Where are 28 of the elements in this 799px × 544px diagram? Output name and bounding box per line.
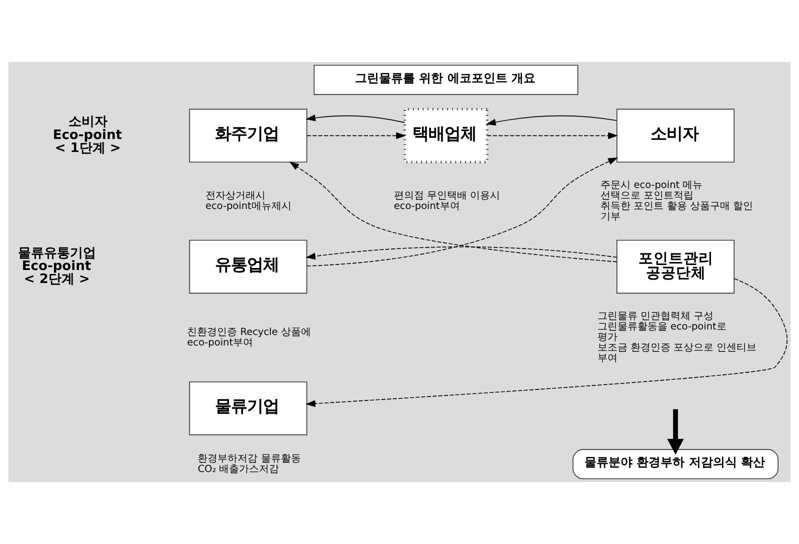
node-box: 그린물류를 위한 에코포인트 개요 xyxy=(314,64,578,95)
node-label: 그린물류활동을 eco-point로 평가 xyxy=(597,321,726,344)
label: 소비자 Eco-point < 1단계 > xyxy=(52,114,122,156)
arrow xyxy=(667,409,684,455)
node-label: 취득한 포인트 활용 상품구매 할인 기부 xyxy=(600,201,754,223)
arrow xyxy=(306,278,788,407)
node-label: CO₂ 배출가스저감 xyxy=(198,464,280,475)
node-label: 주문시 eco-point 메뉴 xyxy=(600,180,703,191)
node-label: 편의점 무인택배 이용시 eco-point부여 xyxy=(394,190,500,212)
node-box: 포인트관리 공공단체 xyxy=(616,240,735,294)
arrow xyxy=(486,115,618,126)
node-label: 친환경인증 Recycle 상품에 eco-point부여 xyxy=(187,326,311,348)
node-label: 전자상거래시 eco-point메뉴제시 xyxy=(205,190,292,212)
label: 물류유통기업 Eco-point < 2단계 > xyxy=(18,246,96,287)
node-box: 택배업체 xyxy=(404,108,488,164)
node-box: 유통업체 xyxy=(189,240,308,294)
arrow xyxy=(306,132,406,140)
node-label: 보조금 환경인증 포상으로 인센티브 부여 xyxy=(597,342,757,364)
node-box: 물류분야 환경부하 저감의식 확산 xyxy=(572,449,778,480)
node-label: 환경부하저감 물류활동 xyxy=(198,453,301,464)
node-label: 그린물류 민관협력체 구성 xyxy=(597,310,714,322)
node-label: 선택으로 포인트적립 xyxy=(600,190,694,202)
node-box: 물류기업 xyxy=(189,381,308,436)
arrow xyxy=(306,246,618,260)
arrow xyxy=(486,132,618,140)
arrow xyxy=(306,114,406,123)
node-box: 화주기업 xyxy=(189,108,308,163)
node-box: 소비자 xyxy=(616,108,735,163)
